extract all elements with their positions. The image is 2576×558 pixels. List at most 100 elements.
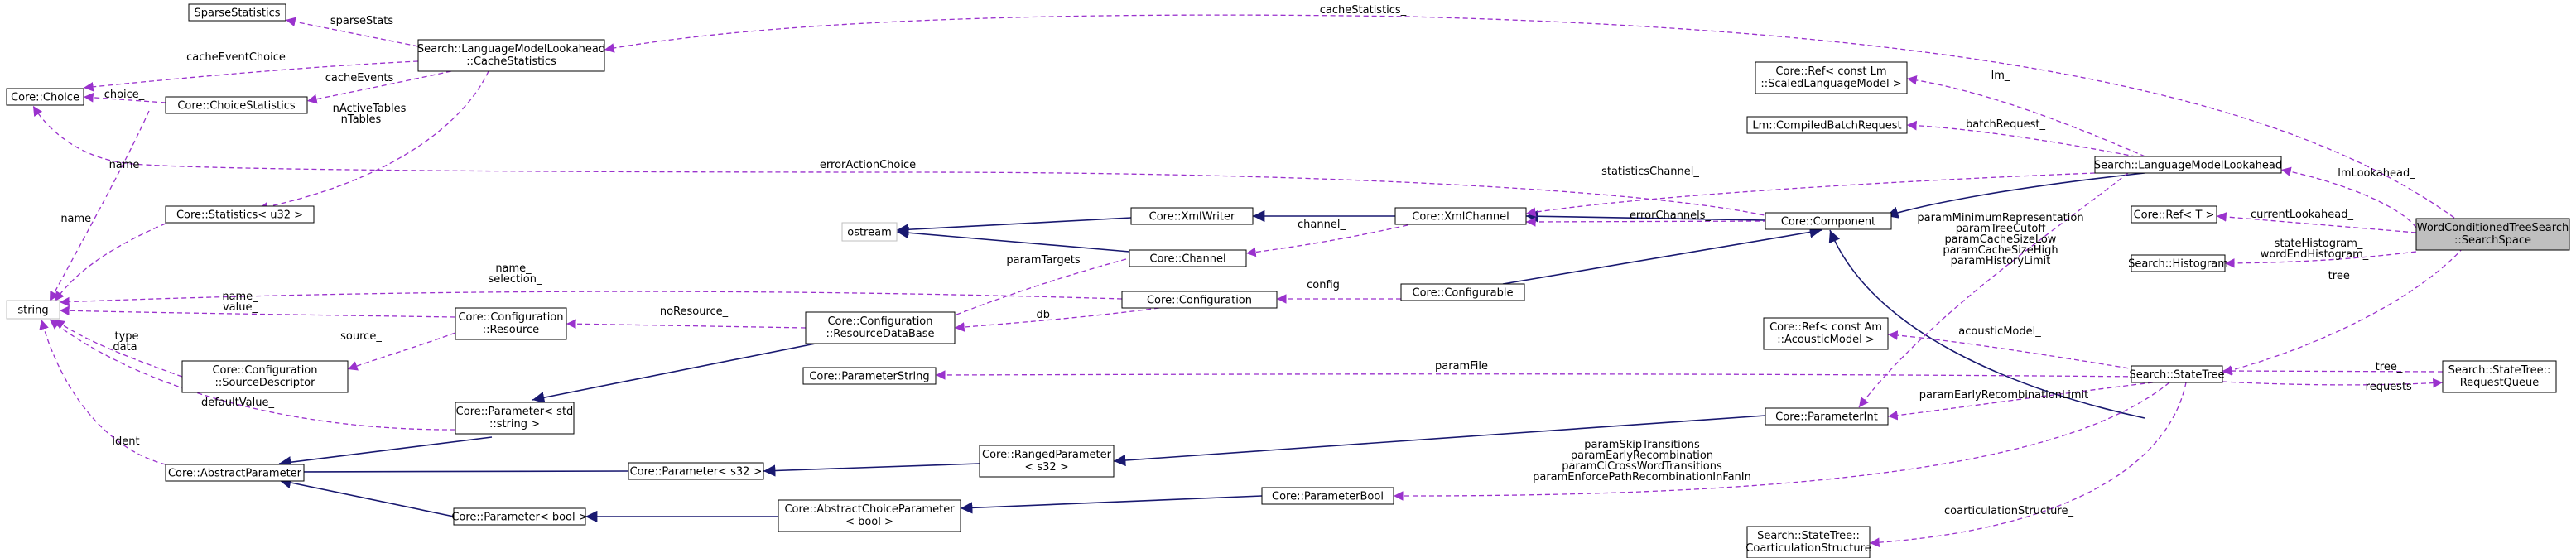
node-parameter-std-string[interactable]: Core::Parameter< std ::string > <box>455 402 575 435</box>
node-ref-scaled-lm[interactable]: Core::Ref< const Lm ::ScaledLanguageMode… <box>1755 61 1908 94</box>
edge-label-coarticulation: coarticulationStructure_ <box>1944 505 2073 517</box>
node-label: Core::ParameterInt <box>1775 411 1878 424</box>
node-ostream[interactable]: ostream <box>841 222 898 242</box>
node-xml-channel[interactable]: Core::XmlChannel <box>1394 207 1527 225</box>
node-parameter-int[interactable]: Core::ParameterInt <box>1765 407 1889 426</box>
edge-label-typedata-1: type <box>114 330 138 343</box>
edge-component-xmlchannel-errors <box>1525 217 1777 227</box>
node-configurable[interactable]: Core::Configurable <box>1400 283 1525 301</box>
node-component[interactable]: Core::Component <box>1765 212 1892 230</box>
node-label: ::ScaledLanguageModel > <box>1760 78 1901 90</box>
node-label: Core::Ref< const Am <box>1769 321 1882 334</box>
node-choice[interactable]: Core::Choice <box>6 88 84 106</box>
edge-choicestats-string <box>49 110 150 302</box>
edge-cachestats-sparse <box>285 17 419 47</box>
edge-statetree-paramint <box>1887 382 2154 421</box>
node-label: ::CacheStatistics <box>466 55 556 68</box>
edge-sourcedesc-string <box>54 319 183 378</box>
edge-label-name-1: name <box>109 159 140 171</box>
edge-label-param-3: paramCacheSizeLow <box>1945 233 2057 246</box>
edge-component-choice <box>32 105 1773 218</box>
edge-choicestats-choice <box>83 92 166 103</box>
node-xml-writer[interactable]: Core::XmlWriter <box>1130 207 1254 225</box>
edge-label-ntables-1: nActiveTables <box>333 103 407 115</box>
inheritance-edges <box>278 172 2145 523</box>
node-compiled-batch-request[interactable]: Lm::CompiledBatchRequest <box>1746 116 1908 134</box>
node-label: Core::AbstractParameter <box>168 468 302 480</box>
edge-label-param2-2: paramEarlyRecombination <box>1571 450 1713 462</box>
node-statistics-u32[interactable]: Core::Statistics< u32 > <box>165 205 315 224</box>
edge-configurable-component <box>1502 226 1822 285</box>
edge-lml-scaledlm <box>1906 75 2154 161</box>
node-parameter-bool-template[interactable]: Core::Parameter< bool > <box>451 507 588 526</box>
node-config-resource-db[interactable]: Core::Configuration ::ResourceDataBase <box>805 311 956 344</box>
edge-statetree-parambool <box>1393 382 2170 501</box>
node-label: ::AcousticModel > <box>1777 334 1874 346</box>
node-ref-acoustic-model[interactable]: Core::Ref< const Am ::AcousticModel > <box>1763 317 1889 350</box>
node-sparse-statistics[interactable]: SparseStatistics <box>188 3 286 22</box>
edge-cachestats-statsu32 <box>258 70 489 212</box>
node-abstract-choice-parameter[interactable]: Core::AbstractChoiceParameter < bool > <box>778 499 961 532</box>
edge-statetree-coarticulation <box>1869 382 2187 548</box>
node-ranged-parameter[interactable]: Core::RangedParameter < s32 > <box>979 445 1115 478</box>
edge-statetree-paramstring <box>935 370 2145 380</box>
node-choice-statistics[interactable]: Core::ChoiceStatistics <box>165 96 308 114</box>
node-parameter-s32[interactable]: Core::Parameter< s32 > <box>628 462 764 480</box>
node-label: ::Resource <box>483 324 539 336</box>
edge-paramboolt-abstractparam <box>278 476 455 517</box>
node-label: RequestQueue <box>2460 377 2540 389</box>
node-language-model-lookahead[interactable]: Search::LanguageModelLookahead <box>2094 156 2282 174</box>
node-coarticulation-structure[interactable]: Search::StateTree:: CoarticulationStruct… <box>1745 526 1871 558</box>
edge-label-cacheeventchoice: cacheEventChoice <box>186 51 286 64</box>
edge-label-lmlookahead: lmLookahead_ <box>2338 167 2415 180</box>
node-parameter-string[interactable]: Core::ParameterString <box>802 367 937 385</box>
node-label: Core::Component <box>1781 216 1875 228</box>
edge-label-param-1: paramMinimumRepresentation <box>1917 212 2083 224</box>
edge-statetree-scaledam <box>1887 330 2145 372</box>
node-label: Search::StateTree:: <box>2448 364 2551 377</box>
node-label: ::SourceDescriptor <box>215 377 316 389</box>
edge-label-paramtargets: paramTargets <box>1006 254 1080 267</box>
edge-label-batchrequest: batchRequest_ <box>1966 118 2046 131</box>
node-ref-t[interactable]: Core::Ref< T > <box>2131 205 2217 224</box>
node-label: Search::StateTree <box>2130 369 2225 382</box>
node-label: Core::Parameter< std <box>456 406 574 418</box>
node-channel[interactable]: Core::Channel <box>1129 249 1247 267</box>
node-string[interactable]: string <box>6 300 60 320</box>
node-cache-statistics[interactable]: Search::LanguageModelLookahead ::CacheSt… <box>417 39 605 72</box>
node-label: Core::Configuration <box>827 315 932 328</box>
node-label: < bool > <box>845 516 893 528</box>
edge-label-ident: ident <box>112 435 139 448</box>
node-label: Core::Configuration <box>212 364 317 377</box>
node-configuration[interactable]: Core::Configuration <box>1121 291 1278 309</box>
node-state-tree[interactable]: Search::StateTree <box>2130 365 2225 383</box>
node-request-queue[interactable]: Search::StateTree:: RequestQueue <box>2442 360 2557 393</box>
node-search-space[interactable]: WordConditionedTreeSearch ::SearchSpace <box>2415 218 2570 251</box>
node-label: ::string > <box>489 418 540 431</box>
edge-channel-paramstring <box>943 258 1127 321</box>
edge-label-erroractionchoice: errorActionChoice <box>820 159 916 171</box>
node-label: Search::Histogram <box>2128 258 2228 271</box>
node-histogram[interactable]: Search::Histogram <box>2128 254 2228 272</box>
node-parameter-bool[interactable]: Core::ParameterBool <box>1261 487 1394 505</box>
edge-abstractparam-string <box>39 319 166 465</box>
edge-label-sparsestats: sparseStats <box>330 15 394 27</box>
node-label: Core::Parameter< bool > <box>451 512 587 524</box>
node-config-source-descriptor[interactable]: Core::Configuration ::SourceDescriptor <box>181 360 349 393</box>
usage-edges <box>32 14 2468 548</box>
edge-label-earlyrecomblimit: paramEarlyRecombinationLimit <box>1919 389 2088 402</box>
edge-searchspace-cachestats <box>604 14 2468 228</box>
node-label: < s32 > <box>1024 461 1068 474</box>
node-config-resource[interactable]: Core::Configuration ::Resource <box>455 307 567 340</box>
edge-label-nameselection-2: selection_ <box>489 273 542 286</box>
edge-statetree-component <box>1828 229 2145 419</box>
edge-statetree-requestqueue <box>2222 378 2444 388</box>
node-label: ostream <box>847 227 892 239</box>
node-abstract-parameter[interactable]: Core::AbstractParameter <box>165 464 305 482</box>
edge-label-param2-4: paramEnforcePathRecombinationInFanIn <box>1533 471 1751 483</box>
node-label: Core::ParameterBool <box>1272 491 1384 503</box>
edge-label-errorchannels: errorChannels_ <box>1630 209 1712 222</box>
edge-label-namevalue-1: name_ <box>222 291 258 303</box>
node-label: Core::Statistics< u32 > <box>176 209 303 222</box>
edge-label-currentlookahead: currentLookahead_ <box>2251 209 2354 221</box>
